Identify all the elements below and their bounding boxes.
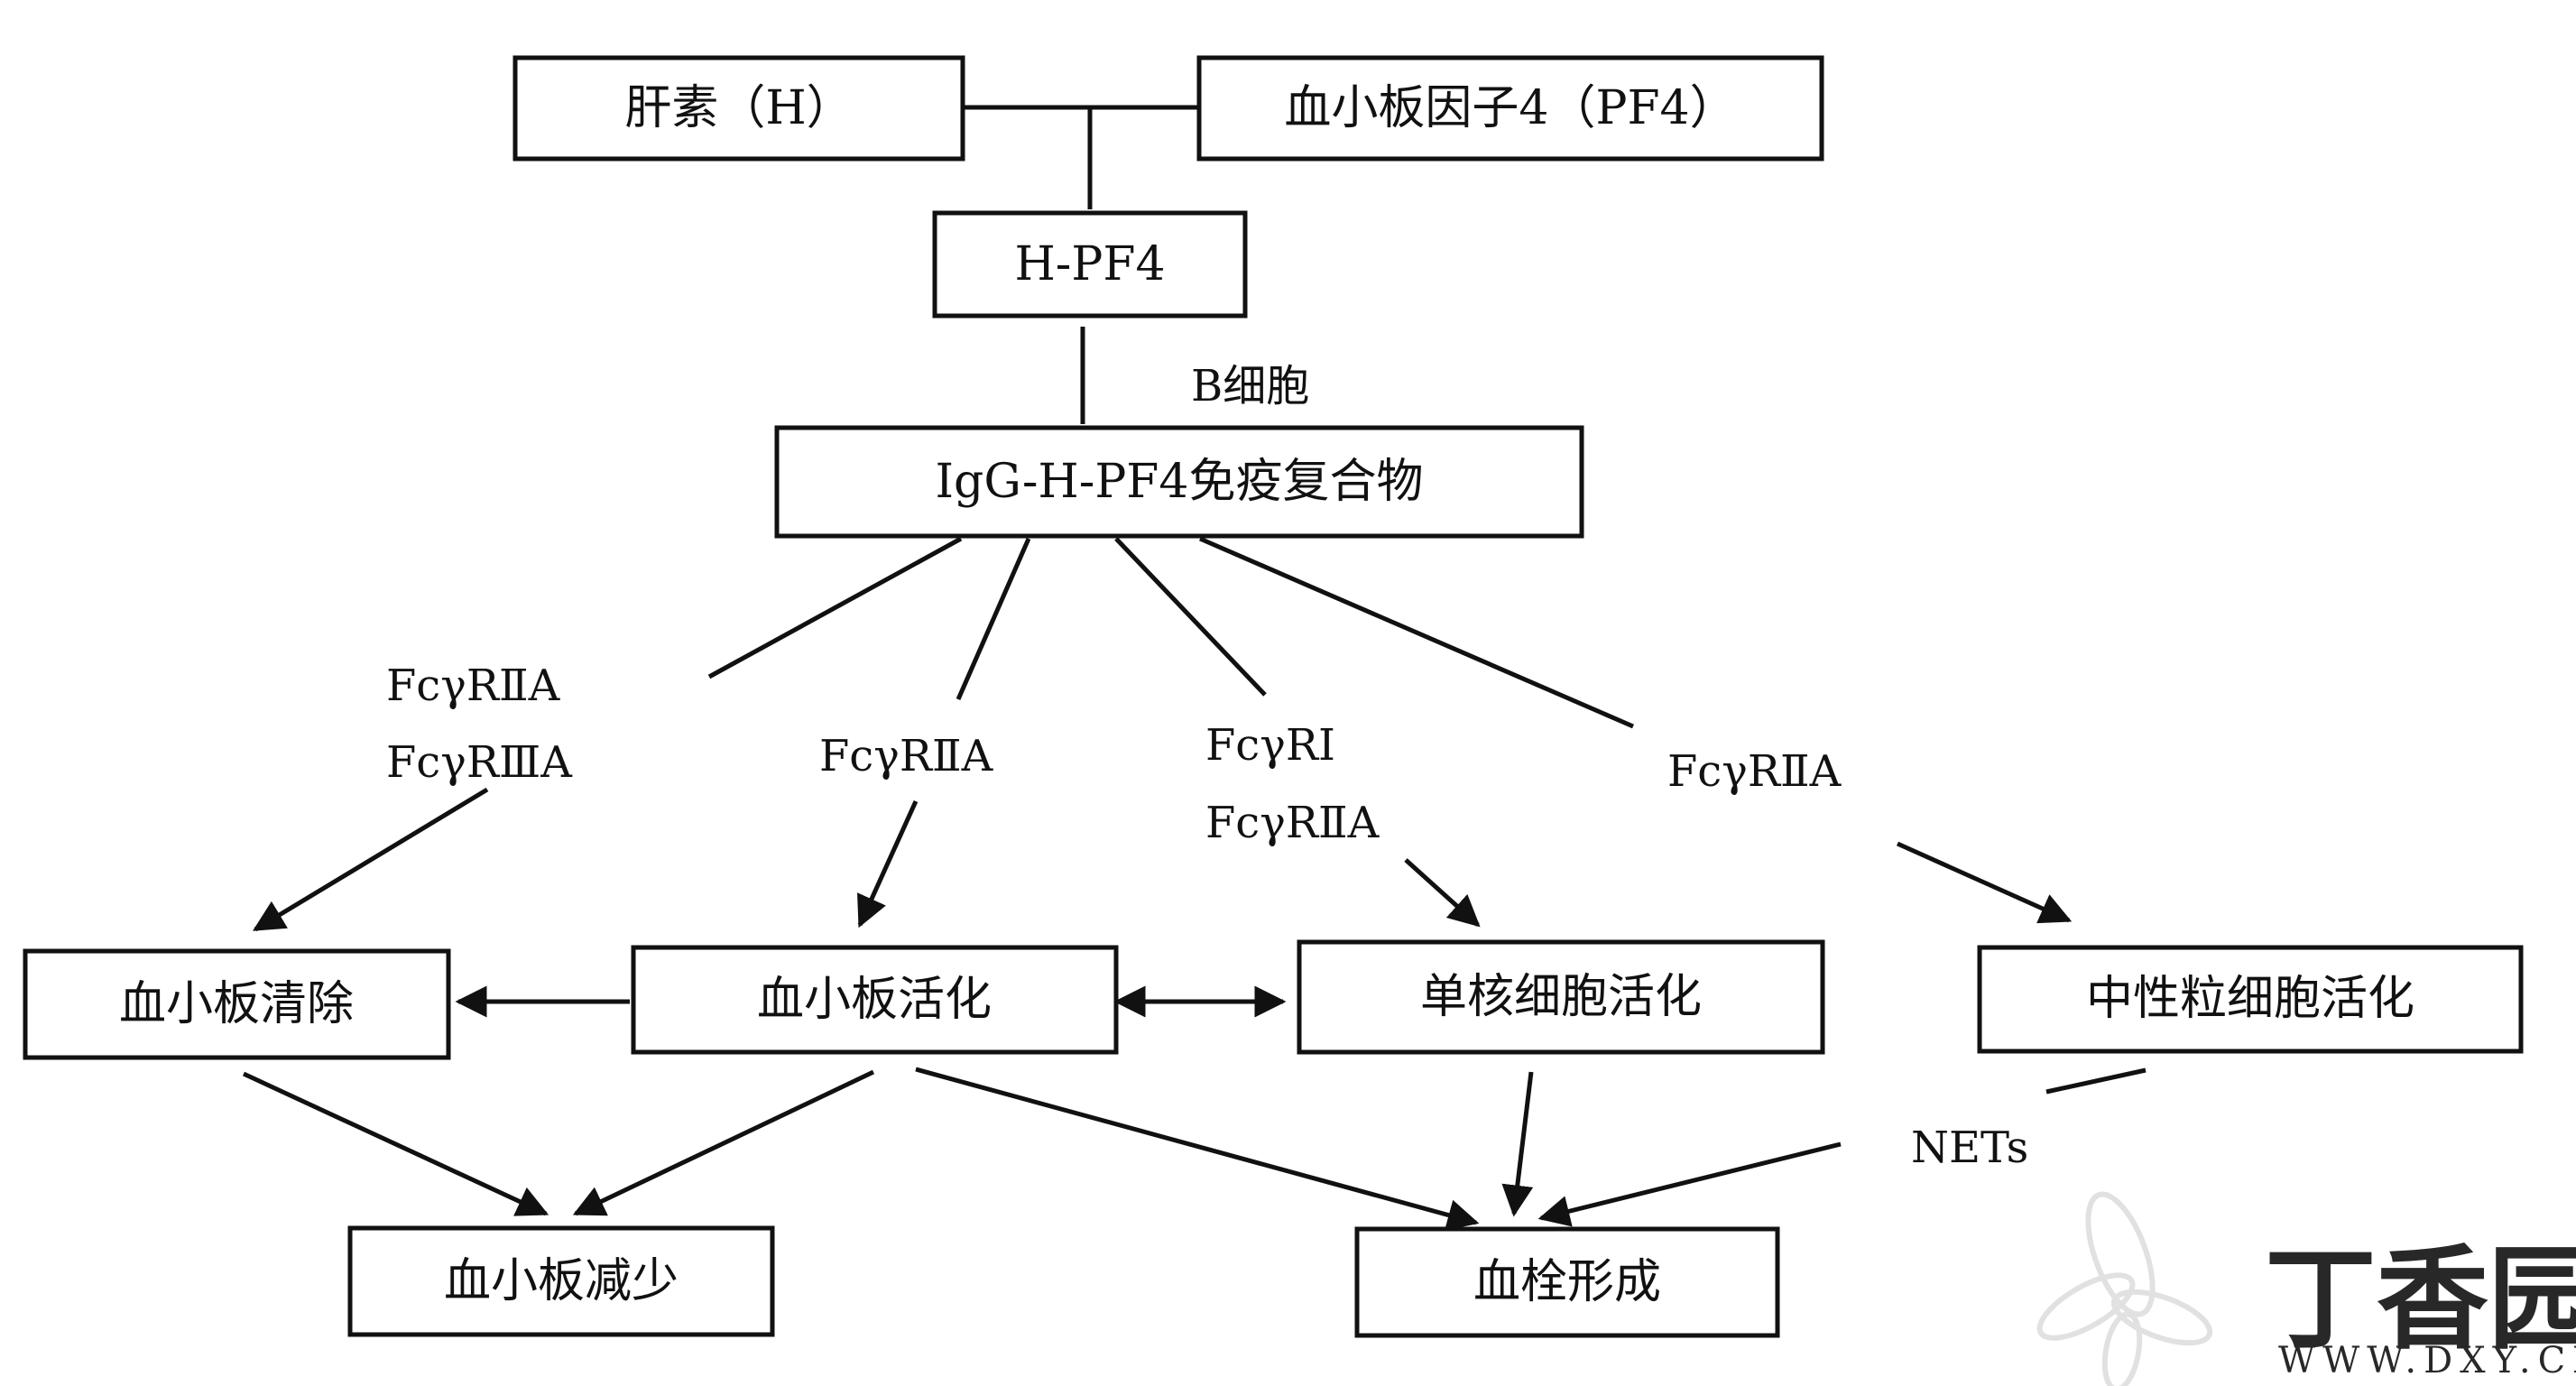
edge-label-b-cell: B细胞 — [1191, 361, 1309, 411]
arrow-activation-to-thrombocytopenia — [572, 1069, 875, 1216]
watermark-url: WWW.DXY.CN — [2278, 1340, 2576, 1381]
node-platelet-clearance-label: 血小板清除 — [119, 977, 354, 1031]
dxy-flower-logo-icon — [2036, 1191, 2213, 1386]
node-pf4-label: 血小板因子4（PF4） — [1284, 81, 1736, 135]
arrow-activation-to-thrombosis — [915, 1067, 1480, 1231]
node-hpf4-label: H-PF4 — [1014, 237, 1165, 291]
edge-complex-to-clearance-label — [707, 536, 963, 679]
node-thrombocytopenia: 血小板减少 — [347, 1225, 775, 1337]
node-monocyte-activation-label: 单核细胞活化 — [1420, 970, 1702, 1024]
watermark: 丁香园 WWW.DXY.CN — [2036, 1191, 2576, 1386]
edge-complex-to-monocyte-label — [1114, 537, 1267, 697]
node-heparin: 肝素（H） — [512, 55, 965, 162]
arrow-to-monocyte-activation — [1404, 858, 1481, 928]
node-heparin-label: 肝素（H） — [624, 81, 853, 135]
node-pf4: 血小板因子4（PF4） — [1196, 55, 1824, 162]
edge-label-clearance-receptor-1: FcγRⅡA — [386, 661, 561, 711]
node-neutrophil-activation-label: 中性粒细胞活化 — [2086, 972, 2414, 1026]
node-neutrophil-activation: 中性粒细胞活化 — [1977, 945, 2524, 1054]
node-platelet-clearance: 血小板清除 — [23, 948, 451, 1060]
arrow-to-platelet-activation — [857, 799, 919, 929]
arrow-clearance-to-thrombocytopenia — [242, 1071, 549, 1216]
arrow-to-neutrophil-activation — [1896, 841, 2073, 924]
edges — [242, 105, 2147, 1231]
node-platelet-activation: 血小板活化 — [631, 945, 1119, 1055]
node-platelet-activation-label: 血小板活化 — [757, 973, 992, 1027]
node-thrombosis-label: 血栓形成 — [1473, 1255, 1661, 1309]
edge-label-neutrophil-receptor: FcγRⅡA — [1667, 746, 1842, 797]
edge-complex-to-neutrophil-label — [1199, 536, 1634, 729]
arrow-nets-to-thrombosis — [1537, 1141, 1842, 1227]
edge-neutrophil-to-nets — [2045, 1067, 2147, 1095]
edge-label-nets: NETs — [1911, 1123, 2028, 1173]
watermark-brand: 丁香园 — [2265, 1234, 2576, 1365]
node-hpf4: H-PF4 — [932, 210, 1248, 319]
node-complex-label: IgG-H-PF4免疫复合物 — [936, 455, 1424, 509]
edge-label-monocyte-receptor-1: FcγRⅠ — [1205, 720, 1335, 771]
edge-complex-to-activation-label — [956, 537, 1031, 701]
arrow-to-platelet-clearance — [253, 787, 489, 932]
node-complex: IgG-H-PF4免疫复合物 — [774, 425, 1584, 539]
edge-label-monocyte-receptor-2: FcγRⅡA — [1205, 798, 1380, 848]
node-thrombocytopenia-label: 血小板减少 — [444, 1254, 679, 1308]
arrow-monocyte-to-thrombosis — [1501, 1071, 1534, 1217]
edge-label-clearance-receptor-2: FcγRⅢA — [386, 737, 573, 788]
edge-labels: B细胞 FcγRⅡA FcγRⅢA FcγRⅡA FcγRⅠ FcγRⅡA Fc… — [386, 361, 2028, 1173]
edge-label-activation-receptor: FcγRⅡA — [819, 731, 994, 781]
node-thrombosis: 血栓形成 — [1354, 1226, 1780, 1338]
node-monocyte-activation: 单核细胞活化 — [1297, 939, 1825, 1055]
